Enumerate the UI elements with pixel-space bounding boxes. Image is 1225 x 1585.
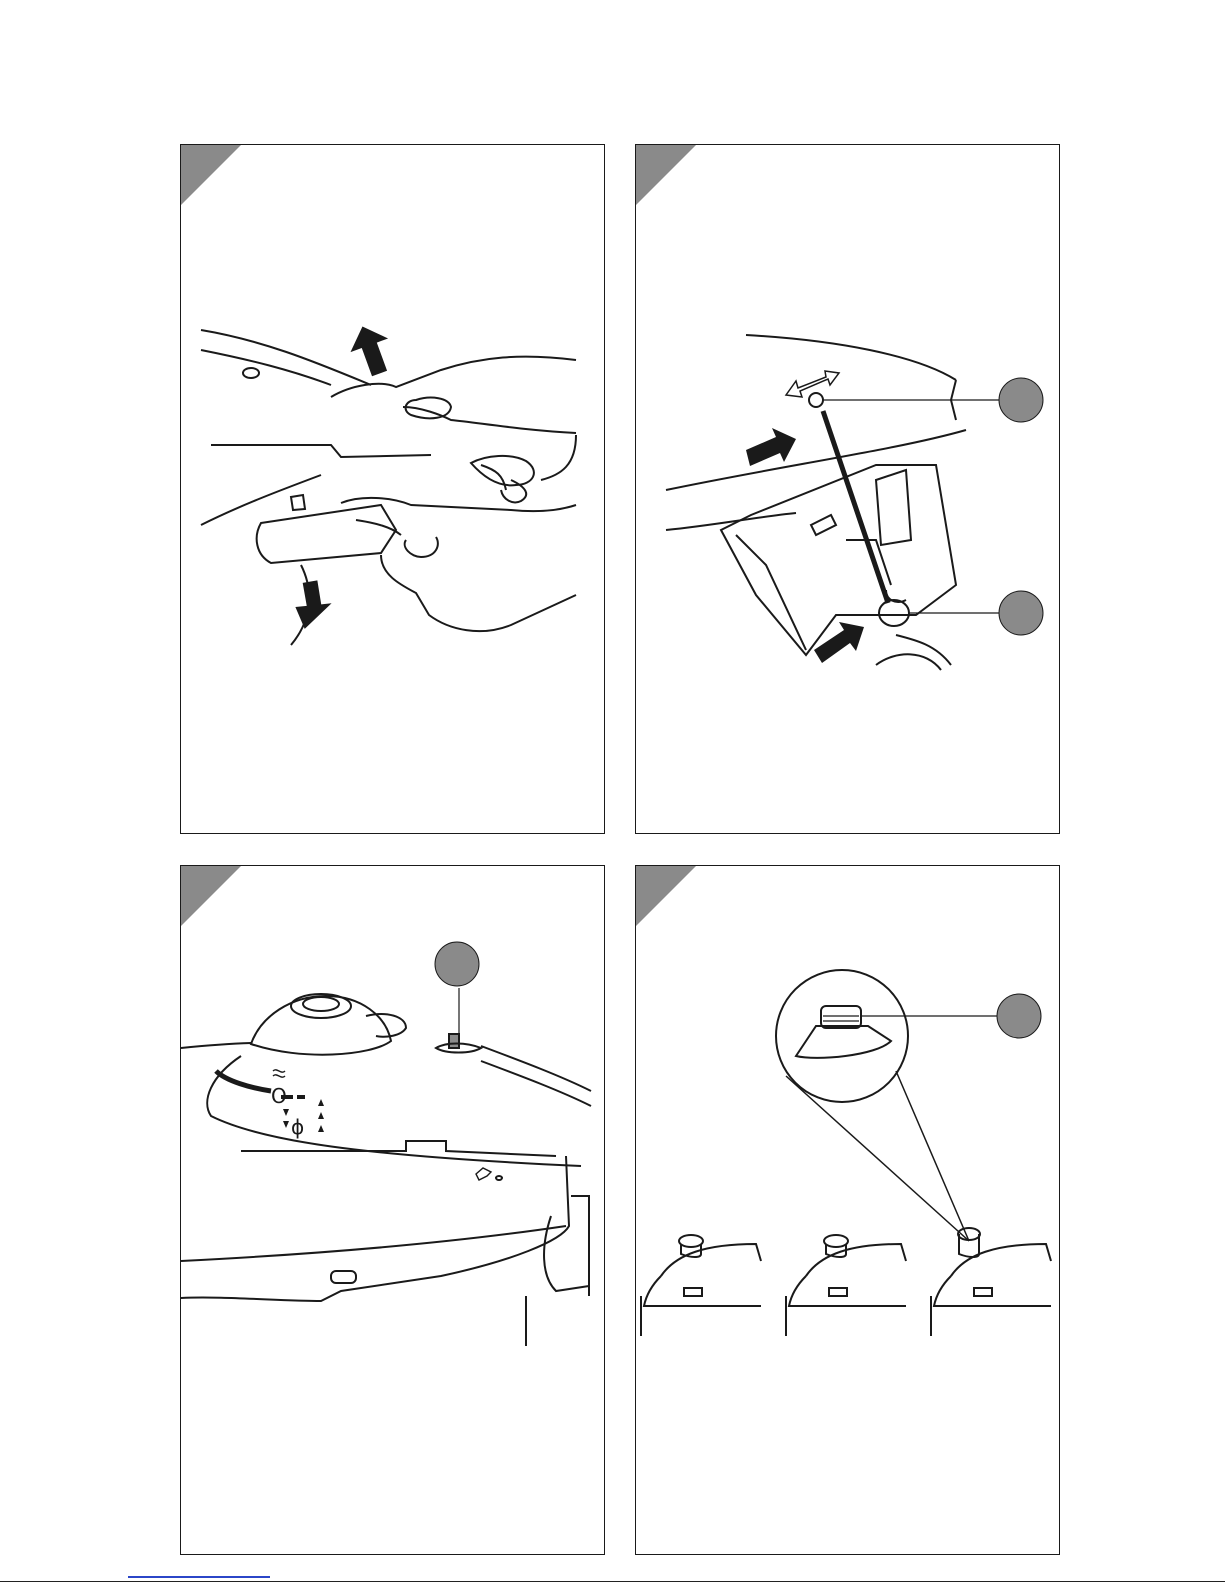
footer-divider [0, 1581, 1225, 1582]
callouts [636, 145, 1060, 834]
illustration-panel-pressure-indicator [635, 865, 1060, 1555]
illustration-panel-align-handle [635, 144, 1060, 834]
callouts [636, 866, 1060, 1555]
callouts [181, 866, 605, 1555]
footer-link-underline[interactable] [128, 1576, 270, 1578]
callout-upper [999, 378, 1043, 422]
up-arrow-icon [344, 320, 399, 381]
down-arrow-icon [292, 577, 335, 632]
callout-indicator [997, 994, 1041, 1038]
illustration-panel-remove-handle [180, 144, 605, 834]
callout-lower [999, 591, 1043, 635]
hands-handle-illustration [181, 145, 605, 834]
callout-valve-pin [435, 942, 479, 986]
illustration-panel-lid-valve: O ϕ [180, 865, 605, 1555]
